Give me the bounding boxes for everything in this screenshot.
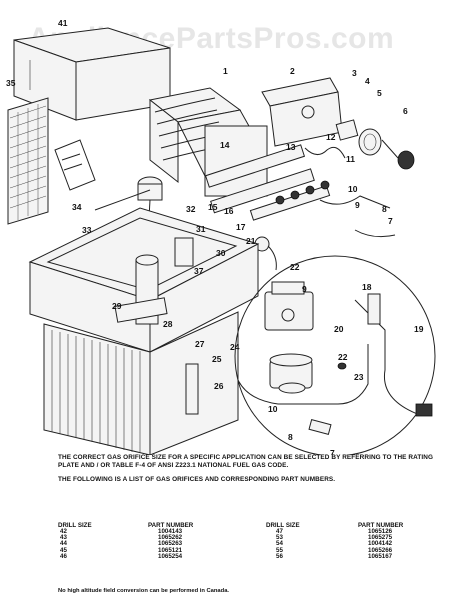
header-drill-size-2: Drill Size [266,522,300,529]
cell: 43 [60,534,67,542]
orifice-list-intro: The following is a list of gas orifices … [58,476,336,483]
callout-1: 1 [223,66,228,76]
top-cabinet [13,27,171,121]
callout-18: 18 [362,282,372,292]
callout-33: 33 [82,225,92,235]
table-row: 46 1065254 56 1065167 [58,552,443,560]
cell: 45 [60,546,67,554]
callout-10: 10 [348,184,358,194]
header-drill-size-1: Drill Size [58,522,92,529]
callout-41: 41 [58,18,68,28]
callout-9b: 9 [302,284,307,294]
orifice-notes: The correct gas orifice size for a speci… [58,454,448,490]
callout-24: 24 [230,342,240,352]
callout-27: 27 [195,339,205,349]
orifice-note: The correct gas orifice size for a speci… [58,454,434,469]
callout-35: 35 [6,78,16,88]
callout-5: 5 [377,88,382,98]
callout-37: 37 [194,266,204,276]
callout-23: 23 [354,372,364,382]
callout-19: 19 [414,324,424,334]
cell: 53 [276,534,283,542]
callout-9: 9 [355,200,360,210]
cell: 55 [276,546,283,554]
ignitor-parts [335,119,415,170]
callout-11: 11 [346,154,355,164]
burner-assembly [261,77,343,147]
cell: 1065275 [368,534,393,542]
cell: 1065126 [368,528,393,535]
parts-exploded-diagram: AppliancePartsPros.com [6,18,436,455]
callout-21: 21 [246,236,256,246]
callout-28: 28 [163,319,173,329]
cell: 1065262 [158,534,183,542]
callout-2: 2 [290,66,295,76]
callout-16: 16 [224,206,234,216]
table-header: Drill Size Part Number Drill Size Part N… [58,520,443,529]
flue-pipe [114,254,168,325]
condenser-coil [43,311,239,455]
callout-29: 29 [112,301,122,311]
table-row: 43 1065262 53 1065275 [58,534,443,542]
cell: 1065167 [368,552,393,560]
callout-8b: 8 [288,432,293,442]
filter-rack [7,97,96,225]
callout-7b: 7 [330,448,335,455]
callout-30: 30 [216,248,226,258]
callout-20: 20 [334,324,344,334]
callout-17: 17 [236,222,246,232]
cell: 47 [276,528,283,535]
heat-exchanger [148,87,269,197]
callout-7: 7 [388,216,393,226]
cell: 42 [60,528,67,535]
gas-manifold [204,144,331,221]
callout-26: 26 [214,381,224,391]
cell: 1065263 [158,540,183,548]
cell: 44 [60,540,67,548]
table-row: 45 1065121 55 1065266 [58,546,443,554]
cell: 1065266 [368,546,393,554]
callout-10b: 10 [268,404,278,414]
cell: 54 [276,540,283,548]
header-part-number-2: Part Number [358,522,404,529]
callout-34: 34 [72,202,82,212]
callout-14: 14 [220,140,230,150]
callout-8: 8 [382,204,387,214]
flame-sensor [304,146,396,238]
callout-31: 31 [196,224,206,234]
orifice-table: Drill Size Part Number Drill Size Part N… [58,520,443,560]
cell: 46 [60,552,67,560]
cell: 1065254 [158,552,183,560]
header-part-number-1: Part Number [148,522,194,529]
altitude-footnote: No high altitude field conversion can be… [58,588,230,594]
callout-6: 6 [403,106,408,116]
callout-3: 3 [352,68,357,78]
callout-32: 32 [186,204,196,214]
gas-valve-detail [234,255,436,455]
callout-25: 25 [212,354,222,364]
cell: 1004143 [158,528,183,535]
cell: 1004142 [368,540,393,548]
callout-22b: 22 [338,352,348,362]
cell: 1065121 [158,546,183,554]
callout-22: 22 [290,262,300,272]
cell: 56 [276,552,283,560]
callout-labels: 41 35 1 2 3 4 5 6 14 13 12 11 10 9 8 7 1… [6,18,424,455]
callout-15: 15 [208,202,218,212]
callout-13: 13 [286,142,296,152]
callout-4: 4 [365,76,370,86]
table-row: 44 1065263 54 1004142 [58,541,443,547]
callout-12: 12 [326,132,336,142]
table-row: 42 1004143 47 1065126 [58,528,443,535]
